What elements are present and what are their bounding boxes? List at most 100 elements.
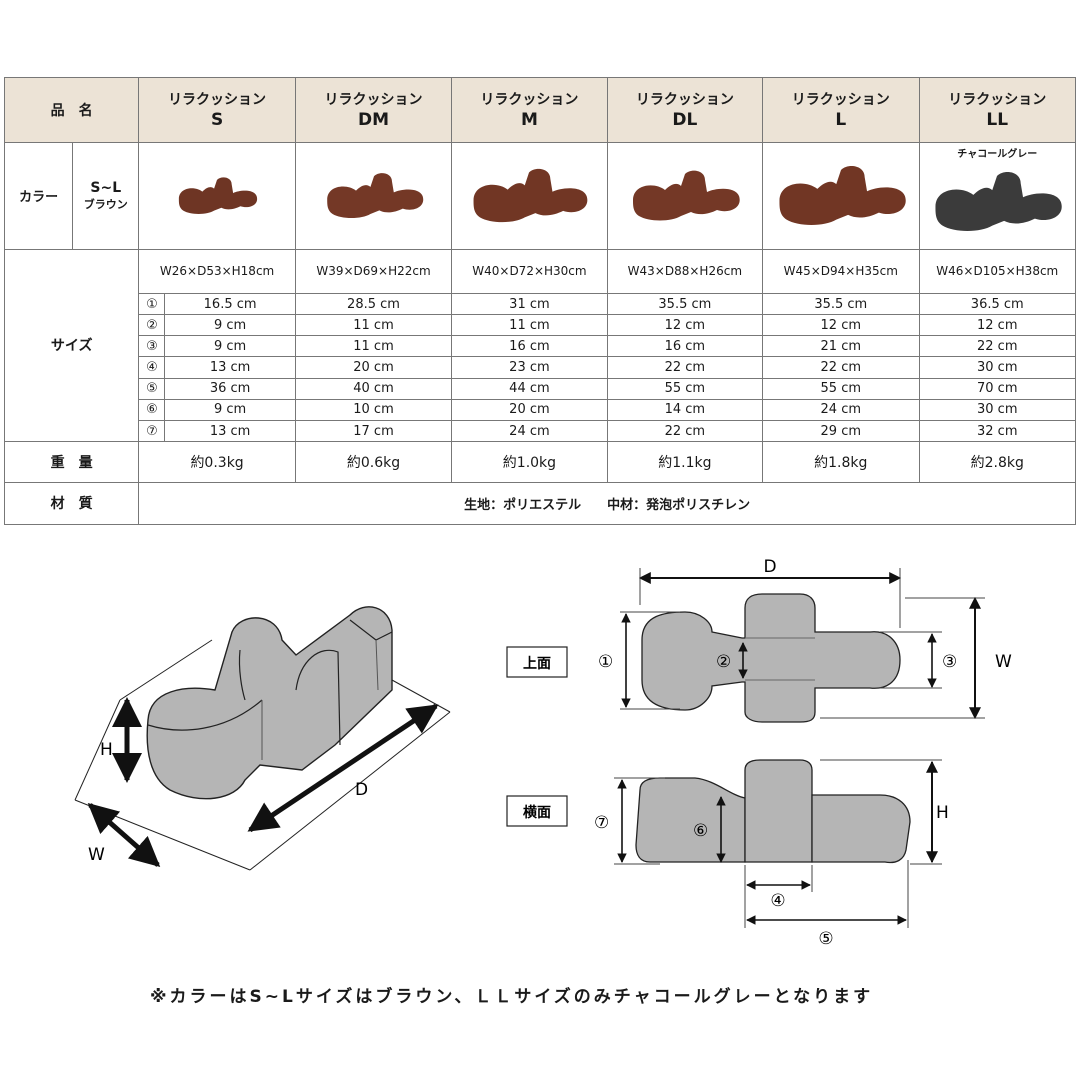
cushion-thumb: [326, 172, 423, 218]
material-value: 生地：ポリエステル 中材：発泡ポリスチレン: [138, 481, 1076, 526]
measure-value: 36.5 cm: [918, 292, 1076, 316]
measure-value: 20 cm: [294, 356, 453, 379]
side-label-h: H: [936, 803, 949, 823]
measure-row: ③ 9 cm 11 cm 16 cm 16 cm 21 cm 22 cm: [5, 335, 1076, 358]
measure-row: ④ 13 cm 20 cm 23 cm 22 cm 22 cm 30 cm: [5, 356, 1076, 379]
weight-l: 約1.8kg: [762, 441, 920, 483]
isometric-cushion: H D W: [74, 606, 451, 871]
dims-l: W45×D94×H35cm: [762, 248, 920, 294]
measure-value: 13 cm: [164, 420, 296, 443]
measure-value: 70 cm: [918, 377, 1076, 400]
measure-mark: ②: [138, 314, 166, 337]
side-mark-5: ⑤: [818, 929, 833, 949]
measure-value: 22 cm: [762, 356, 920, 379]
measure-value: 21 cm: [762, 335, 920, 358]
measure-value: 40 cm: [294, 377, 453, 400]
measure-value: 22 cm: [606, 356, 764, 379]
measure-value: 32 cm: [918, 420, 1076, 443]
measure-value: 31 cm: [451, 292, 608, 316]
measure-value: 11 cm: [451, 314, 608, 337]
measure-value: 36 cm: [164, 377, 296, 400]
measure-mark: ⑦: [138, 420, 166, 443]
weight-m: 約1.0kg: [451, 441, 608, 483]
measure-value: 24 cm: [451, 420, 608, 443]
measure-value: 55 cm: [606, 377, 764, 400]
label-product-name: 品 名: [3, 77, 140, 143]
measure-value: 23 cm: [451, 356, 608, 379]
measure-row: ② 9 cm 11 cm 11 cm 12 cm 12 cm 12 cm: [5, 314, 1076, 337]
dims-dl: W43×D88×H26cm: [606, 248, 764, 294]
measure-value: 10 cm: [294, 398, 453, 422]
measure-mark: ⑥: [138, 398, 166, 422]
top-view: 上面 D W ① ② ③: [506, 557, 1012, 723]
measure-value: 16 cm: [451, 335, 608, 358]
label-weight: 重 量: [3, 441, 140, 483]
measure-value: 22 cm: [918, 335, 1076, 358]
measure-value: 20 cm: [451, 398, 608, 422]
measure-mark: ①: [138, 292, 166, 316]
measure-value: 12 cm: [918, 314, 1076, 337]
measure-value: 11 cm: [294, 314, 453, 337]
weight-s: 約0.3kg: [138, 441, 296, 483]
top-mark-2: ②: [716, 652, 731, 672]
measure-value: 28.5 cm: [294, 292, 453, 316]
footnote: ※カラーはS~Lサイズはブラウン、ＬＬサイズのみチャコールグレーとなります: [150, 987, 874, 1007]
side-mark-4: ④: [770, 891, 785, 911]
cushion-thumb: [779, 165, 906, 225]
label-size: サイズ: [3, 248, 140, 443]
measure-value: 44 cm: [451, 377, 608, 400]
measure-mark: ④: [138, 356, 166, 379]
measure-value: 14 cm: [606, 398, 764, 422]
label-material: 材 質: [3, 481, 140, 526]
measure-value: 16 cm: [606, 335, 764, 358]
side-view: 横面 ⑦ ⑥ H ④ ⑤: [506, 759, 949, 949]
measure-value: 30 cm: [918, 398, 1076, 422]
product-image-s: [138, 141, 296, 250]
dims-dm: W39×D69×H22cm: [294, 248, 453, 294]
label-color: カラー: [3, 141, 74, 250]
measure-value: 9 cm: [164, 398, 296, 422]
top-mark-1: ①: [598, 652, 613, 672]
measure-value: 22 cm: [606, 420, 764, 443]
top-view-tag: [506, 646, 568, 678]
top-view-label: 上面: [523, 656, 551, 672]
side-view-tag: [506, 795, 568, 827]
top-label-w: W: [995, 652, 1012, 672]
measure-row: ⑦ 13 cm 17 cm 24 cm 22 cm 29 cm 32 cm: [5, 420, 1076, 443]
dimension-diagram: H D W 上面 D W ① ② ③ 横面: [74, 557, 1012, 949]
measure-mark: ⑤: [138, 377, 166, 400]
side-mark-6: ⑥: [693, 821, 708, 841]
top-label-d: D: [763, 557, 776, 577]
cushion-thumb: [632, 170, 740, 221]
measure-value: 29 cm: [762, 420, 920, 443]
measure-value: 24 cm: [762, 398, 920, 422]
measure-value: 13 cm: [164, 356, 296, 379]
measure-mark: ③: [138, 335, 166, 358]
measure-row: ⑤ 36 cm 40 cm 44 cm 55 cm 55 cm 70 cm: [5, 377, 1076, 400]
product-image-m: [451, 141, 608, 250]
iso-label-w: W: [88, 845, 105, 865]
measure-value: 12 cm: [762, 314, 920, 337]
charcoal-note: チャコールグレー: [957, 148, 1038, 160]
measure-value: 12 cm: [606, 314, 764, 337]
side-view-label: 横面: [523, 804, 551, 821]
side-mark-7: ⑦: [594, 813, 609, 833]
measure-value: 35.5 cm: [606, 292, 764, 316]
weight-dl: 約1.1kg: [606, 441, 764, 483]
measure-value: 35.5 cm: [762, 292, 920, 316]
measure-value: 30 cm: [918, 356, 1076, 379]
product-image-ll: チャコールグレー: [918, 141, 1076, 250]
cushion-thumb: [935, 171, 1062, 231]
measure-value: 16.5 cm: [164, 292, 296, 316]
cushion-thumb: [178, 176, 258, 214]
label-color-range: S~L ブラウン: [72, 141, 140, 250]
product-image-l: [762, 141, 920, 250]
measure-value: 11 cm: [294, 335, 453, 358]
measure-value: 17 cm: [294, 420, 453, 443]
